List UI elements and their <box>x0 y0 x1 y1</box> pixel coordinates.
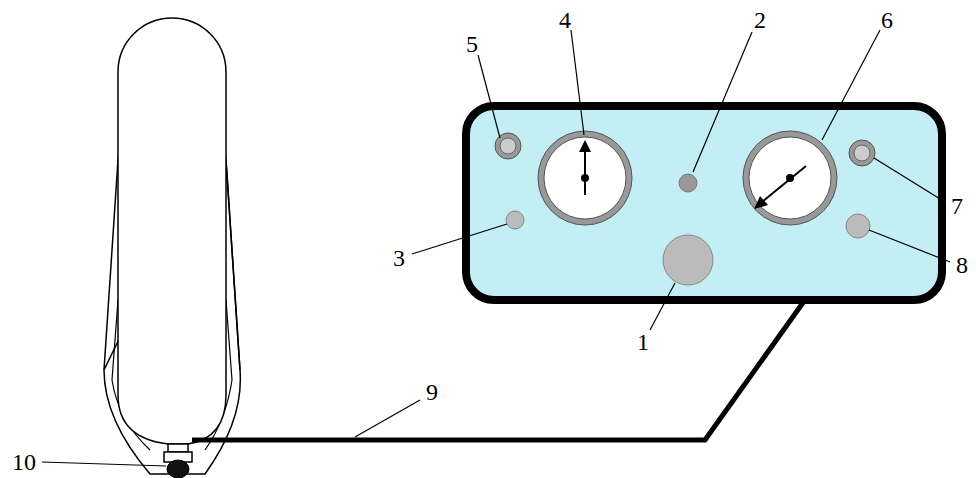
hose-connector <box>846 214 870 238</box>
callout-number: 6 <box>881 8 893 32</box>
gauge-hub <box>581 174 589 182</box>
gauge-needle-tip <box>754 196 768 209</box>
gauge-needle <box>762 166 806 202</box>
gauge-needle <box>584 148 586 195</box>
valve-knob-center <box>500 138 516 154</box>
gauge-face <box>749 137 831 219</box>
tester-panel <box>466 106 942 300</box>
gauge-needle-tip <box>579 140 591 152</box>
callout-number: 5 <box>466 32 478 56</box>
callout-number: 2 <box>754 8 766 32</box>
callout-number: 9 <box>426 380 438 404</box>
callout-number: 7 <box>951 194 963 218</box>
small-button <box>506 211 524 229</box>
gauge-hub <box>786 174 794 182</box>
callout-number: 4 <box>559 8 571 32</box>
pressure-gauge <box>743 131 837 225</box>
cylinder-neck <box>168 444 188 452</box>
valve-handwheel <box>167 460 189 478</box>
indicator <box>679 174 697 192</box>
air-cylinder <box>118 18 226 444</box>
valve-knob <box>495 133 521 159</box>
valve-knob-center <box>854 145 870 161</box>
gauge-face <box>544 137 626 219</box>
callout-number: 3 <box>393 246 405 270</box>
pressure-gauge <box>538 131 632 225</box>
leader-lines <box>42 30 950 466</box>
callout-number: 10 <box>12 450 36 474</box>
callout-number: 8 <box>956 253 968 277</box>
callout-number: 1 <box>637 330 649 354</box>
main-button <box>663 235 713 285</box>
valve-knob <box>849 140 875 166</box>
